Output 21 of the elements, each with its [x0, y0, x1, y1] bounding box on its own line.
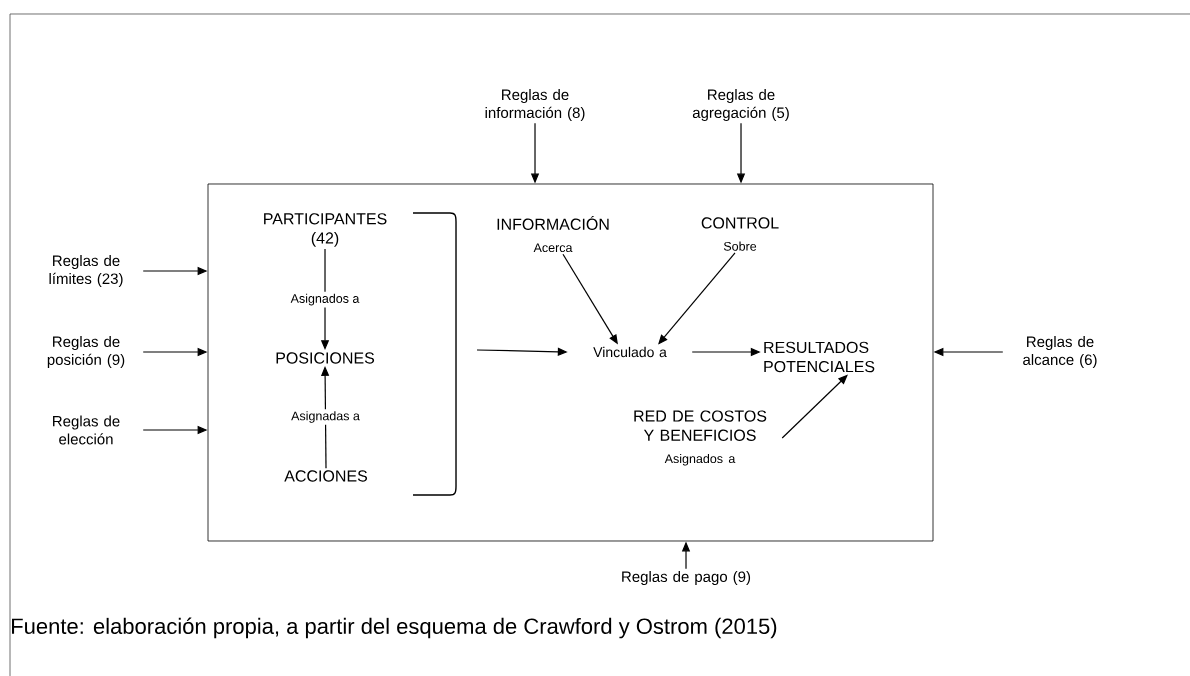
concept-label: Vinculado a — [593, 346, 667, 358]
rule-label: Reglas de información (8) — [485, 89, 585, 121]
rule-label: Reglas de alcance (6) — [1023, 336, 1097, 368]
concept-label: INFORMACIÓN Acerca — [497, 215, 609, 253]
edge-label: Asignadas a — [289, 409, 362, 425]
rule-label: Reglas de posición (9) — [47, 336, 125, 368]
rule-label: Reglas de agregación (5) — [692, 89, 789, 121]
concept-label: CONTROL Sobre — [701, 217, 779, 251]
arrow — [781, 374, 848, 439]
concept-label: PARTICIPANTES (42) — [264, 213, 387, 247]
framework-box — [207, 183, 934, 542]
rule-label: Reglas de pago (9) — [622, 571, 751, 585]
arrow — [658, 252, 736, 345]
concept-label: RED DE COSTOS Y BENEFICIOS Asignados a — [634, 410, 767, 466]
caption: Fuente: elaboración propia, a partir del esquema de Crawford y Ostrom (2015) — [12, 617, 777, 639]
concept-label: ACCIONES — [284, 470, 368, 482]
concept-label: RESULTADOS POTENCIALES — [764, 341, 875, 373]
rule-label: Reglas de elección — [53, 415, 120, 445]
edge-label: Asignados a — [288, 291, 362, 308]
concept-label: POSICIONES — [276, 352, 375, 364]
rule-label: Reglas de límites (23) — [49, 255, 123, 287]
